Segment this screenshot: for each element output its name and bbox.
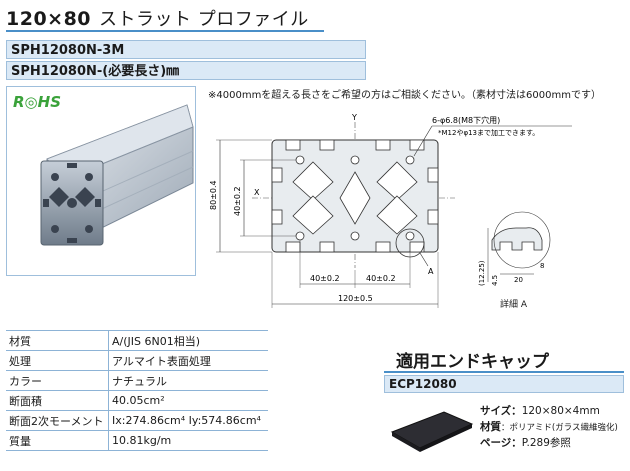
dim-width: 120±0.5 <box>338 294 373 303</box>
spec-value: アルマイト表面処理 <box>108 350 268 371</box>
end-cap-material: 材質：ポリアミド(ガラス繊維強化) <box>480 419 618 434</box>
dim-height: 80±0.4 <box>209 180 218 210</box>
title-size: 120×80 <box>6 8 92 30</box>
end-cap-page-label: ページ： <box>480 437 522 449</box>
end-cap-size: サイズ：120×80×4mm <box>480 403 600 418</box>
rohs-logo: R◎HS <box>13 93 61 111</box>
end-cap-size-label: サイズ： <box>480 405 522 417</box>
part-number-custom: SPH12080N-(必要長さ)㎜ <box>6 61 366 80</box>
spec-label: 材質 <box>6 330 109 351</box>
end-cap-underline <box>384 371 624 373</box>
technical-drawing: Y X A 6-φ6.8(M8下穴用) *M12やφ13まで加工できます。 80… <box>209 113 572 308</box>
end-cap-material-label: 材質 <box>480 421 501 433</box>
spec-row: カラーナチュラル <box>6 370 268 391</box>
part-number-3m: SPH12080N-3M <box>6 40 366 59</box>
detail-slot-shape <box>491 227 543 251</box>
spec-label: 処理 <box>6 350 109 371</box>
spec-row: 処理アルマイト表面処理 <box>6 350 268 371</box>
title-name: ストラット プロファイル <box>99 9 309 30</box>
spec-label: 質量 <box>6 430 109 451</box>
detail-dim-4: 8 <box>540 262 544 270</box>
axis-y-label: Y <box>351 113 357 122</box>
spec-value: 10.81kg/m <box>108 430 268 451</box>
hole-callout: 6-φ6.8(M8下穴用) <box>432 115 500 125</box>
spec-label: カラー <box>6 370 109 391</box>
detail-dim-3: 20 <box>514 276 523 284</box>
end-cap-material-value: ：ポリアミド(ガラス繊維強化) <box>501 423 618 433</box>
spec-value: 40.05cm² <box>108 390 268 411</box>
hole-callout-note: *M12やφ13まで加工できます。 <box>438 128 539 137</box>
product-photo: R◎HS <box>6 86 196 276</box>
spec-value: Ix:274.86cm⁴ Iy:574.86cm⁴ <box>108 410 268 431</box>
end-cap-part-number: ECP12080 <box>384 375 624 393</box>
detail-marker: A <box>428 267 434 276</box>
spec-label: 断面積 <box>6 390 109 411</box>
end-cap-size-value: 120×80×4mm <box>521 405 600 417</box>
axis-x-label: X <box>254 188 260 197</box>
detail-label: 詳細 A <box>500 300 528 310</box>
end-cap-heading: 適用エンドキャップ <box>396 352 549 372</box>
end-cap-page-value: P.289参照 <box>521 437 571 449</box>
page-title: 120×80 ストラット プロファイル <box>6 5 309 31</box>
dim-width-right: 40±0.2 <box>366 274 396 283</box>
spec-value: ナチュラル <box>108 370 268 391</box>
spec-label: 断面2次モーメント <box>6 410 109 431</box>
spec-value: A/(JIS 6N01相当) <box>108 330 268 351</box>
dim-inner-height: 40±0.2 <box>233 186 242 216</box>
profile-illustration <box>40 104 194 246</box>
end-cap-page: ページ：P.289参照 <box>480 435 571 450</box>
dim-width-left: 40±0.2 <box>310 274 340 283</box>
end-cap-image <box>390 411 474 452</box>
length-note: ※4000mmを超える長さをご希望の方はご相談ください。（素材寸法は6000mm… <box>208 90 601 101</box>
detail-dim-2: 4.5 <box>491 275 499 286</box>
detail-dim-1: (12.25) <box>478 260 486 286</box>
title-underline <box>6 30 324 32</box>
